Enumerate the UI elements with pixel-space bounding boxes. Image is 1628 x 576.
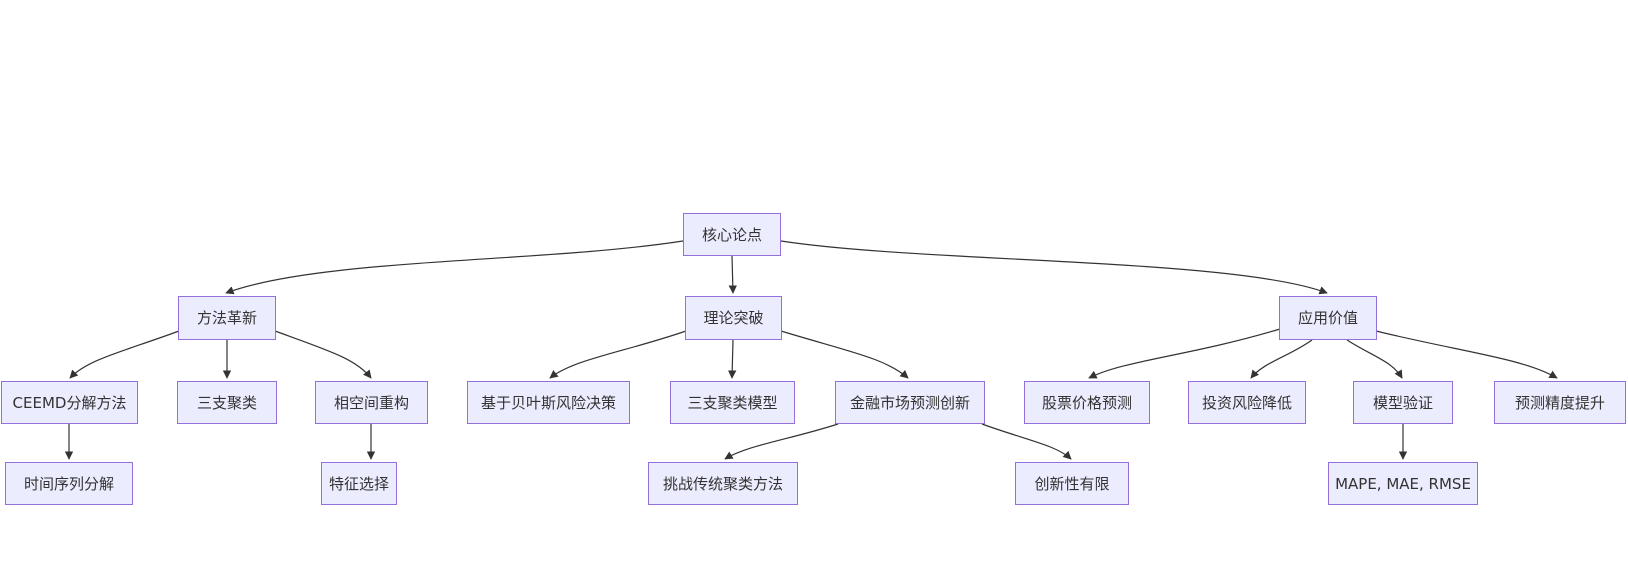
node-time-series-decomposition: 时间序列分解 — [5, 462, 133, 505]
node-error-metrics: MAPE, MAE, RMSE — [1328, 462, 1478, 505]
node-investment-risk-reduction: 投资风险降低 — [1188, 381, 1306, 424]
node-phase-space-reconstruction: 相空间重构 — [315, 381, 428, 424]
node-three-way-clustering: 三支聚类 — [177, 381, 277, 424]
edge-method-to-ceemd — [69, 330, 180, 379]
node-stock-price-prediction: 股票价格预测 — [1024, 381, 1150, 424]
edge-finance-to-challenge — [724, 423, 839, 460]
edge-theory-to-finance — [780, 330, 909, 379]
edge-core-to-value — [780, 240, 1328, 295]
node-challenge-traditional-clustering: 挑战传统聚类方法 — [648, 462, 798, 505]
node-theory-breakthrough: 理论突破 — [685, 296, 782, 340]
node-bayesian-risk-decision: 基于贝叶斯风险决策 — [467, 381, 630, 424]
node-limited-innovation: 创新性有限 — [1015, 462, 1129, 505]
node-feature-selection: 特征选择 — [321, 462, 397, 505]
edge-method-to-phase — [274, 330, 372, 379]
node-prediction-accuracy-improvement: 预测精度提升 — [1494, 381, 1626, 424]
node-financial-market-prediction-innovation: 金融市场预测创新 — [835, 381, 985, 424]
edge-core-to-theory — [728, 255, 737, 294]
edge-value-to-stock — [1088, 328, 1281, 379]
edge-value-to-model — [1346, 339, 1403, 379]
edge-value-to-accuracy — [1375, 330, 1558, 379]
edge-core-to-method — [225, 240, 684, 295]
node-application-value: 应用价值 — [1279, 296, 1377, 340]
edge-value-to-invest — [1250, 339, 1313, 379]
edge-theory-to-bayes — [549, 330, 687, 379]
node-model-validation: 模型验证 — [1353, 381, 1453, 424]
node-three-way-clustering-model: 三支聚类模型 — [670, 381, 795, 424]
node-core-argument: 核心论点 — [683, 213, 781, 256]
node-ceemd-decomposition-method: CEEMD分解方法 — [1, 381, 138, 424]
node-method-innovation: 方法革新 — [178, 296, 276, 340]
edge-theory-to-threemodel — [728, 339, 737, 379]
edge-finance-to-limited — [981, 423, 1072, 460]
